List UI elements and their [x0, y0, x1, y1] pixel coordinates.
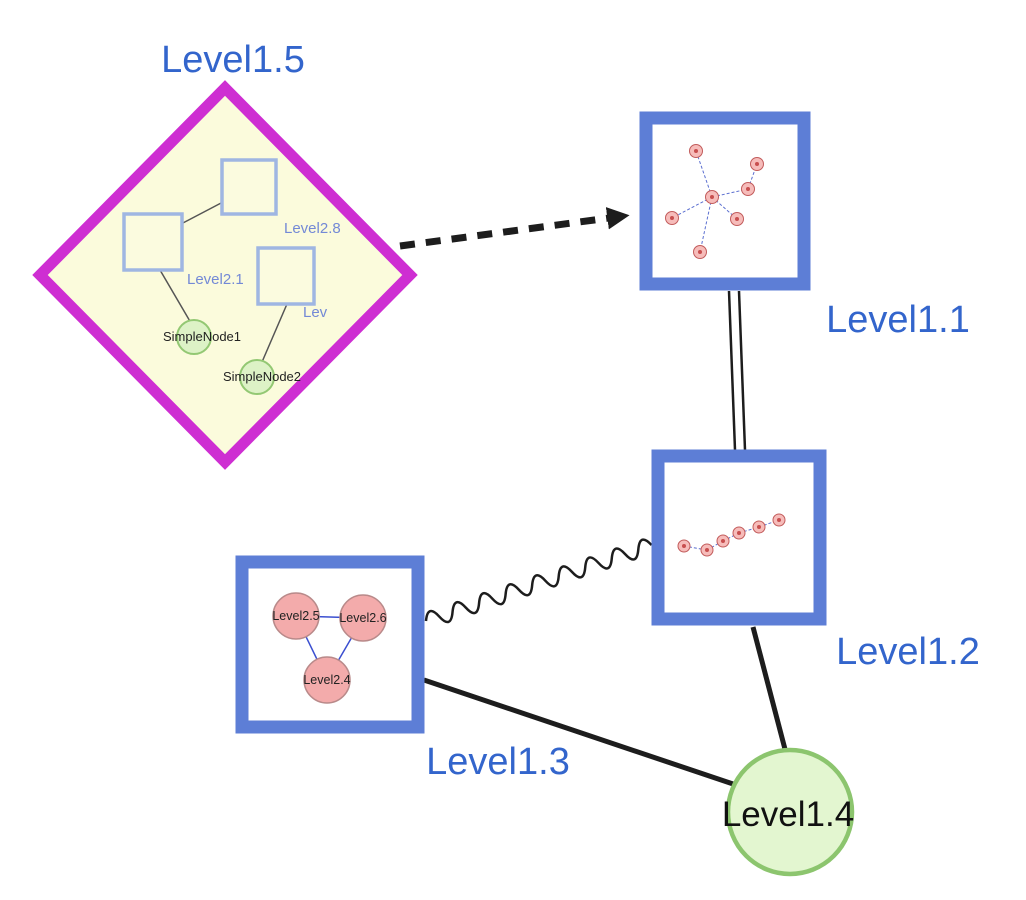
double-edge-line-2[interactable] [737, 290, 747, 451]
mini-node-dot [705, 548, 709, 552]
label-level2-1: Level2.1 [187, 271, 244, 288]
top-level-edges [399, 207, 789, 790]
mini-node-dot [735, 217, 739, 221]
edge-level1-5-to-level1-1[interactable] [399, 207, 630, 250]
mini-node-dot [694, 149, 698, 153]
node-simplenode2[interactable] [239, 359, 275, 395]
edge-level1-2-to-level1-4[interactable] [750, 626, 789, 754]
label-level2-x: Lev [303, 304, 328, 321]
label-level1-2: Level1.2 [836, 631, 980, 673]
node-level2-8[interactable] [220, 158, 278, 216]
label-level2-6: Level2.6 [339, 611, 386, 625]
label-level2-5: Level2.5 [272, 609, 319, 623]
node-level1-1 [639, 111, 811, 291]
node-level2-x[interactable] [256, 246, 316, 306]
wavy-edge-path[interactable] [423, 538, 654, 629]
node-level1-5: Level2.8 Level2.1 Lev SimpleNode1 Simple… [32, 80, 418, 470]
mini-node-dot [698, 250, 702, 254]
inner-edge-sq-left-simplenode1[interactable] [159, 269, 192, 324]
label-simplenode1: SimpleNode1 [163, 329, 241, 344]
node-level2-1[interactable] [122, 212, 184, 272]
double-edge-line-1[interactable] [727, 290, 737, 451]
mini-node-dot [746, 187, 750, 191]
node-level1-3: Level2.5 Level2.6 Level2.4 [235, 555, 425, 734]
node-level1-5-diamond[interactable] [32, 80, 418, 470]
label-level1-5: Level1.5 [161, 39, 305, 81]
node-level2-6[interactable] [339, 594, 387, 642]
node-level1-4: Level1.4 [722, 747, 855, 877]
label-level1-1: Level1.1 [826, 299, 970, 341]
node-level2-5[interactable] [272, 592, 320, 640]
level1-5-inner-edges [159, 201, 288, 363]
edge-level1-3-to-level1-4[interactable] [423, 677, 743, 790]
node-level1-1-rect[interactable] [639, 111, 811, 291]
mini-edge[interactable] [695, 150, 713, 198]
label-simplenode2: SimpleNode2 [223, 369, 301, 384]
node-level1-4-circle[interactable] [725, 747, 855, 877]
mini-node-dot [777, 518, 781, 522]
mini-node-dot [737, 531, 741, 535]
mini-edge[interactable] [683, 545, 708, 551]
mini-edge[interactable] [699, 196, 713, 253]
inner-edge-sq-left-sq-top[interactable] [180, 201, 224, 225]
mini-edge[interactable] [671, 196, 713, 219]
mini-node-dot [755, 162, 759, 166]
node-level1-2 [651, 449, 827, 626]
mini-node-dot [710, 195, 714, 199]
mini-node-dot [757, 525, 761, 529]
label-level1-3: Level1.3 [426, 741, 570, 783]
label-level2-8: Level2.8 [284, 220, 341, 237]
edge-level1-3-to-level1-2[interactable] [423, 538, 654, 629]
edge-level1-1-to-level1-2[interactable] [727, 290, 747, 451]
minigraph-level1-1 [665, 144, 764, 259]
inner-edge-sq-right-simplenode2[interactable] [261, 303, 288, 363]
mini-node-dot [682, 544, 686, 548]
mini-node-dot [670, 216, 674, 220]
node-simplenode1[interactable] [176, 319, 212, 355]
label-level2-4: Level2.4 [303, 673, 350, 687]
label-level1-4: Level1.4 [722, 795, 854, 834]
node-level2-4[interactable] [303, 656, 351, 704]
mini-node-dot [721, 539, 725, 543]
minigraph-level1-2 [677, 513, 786, 557]
